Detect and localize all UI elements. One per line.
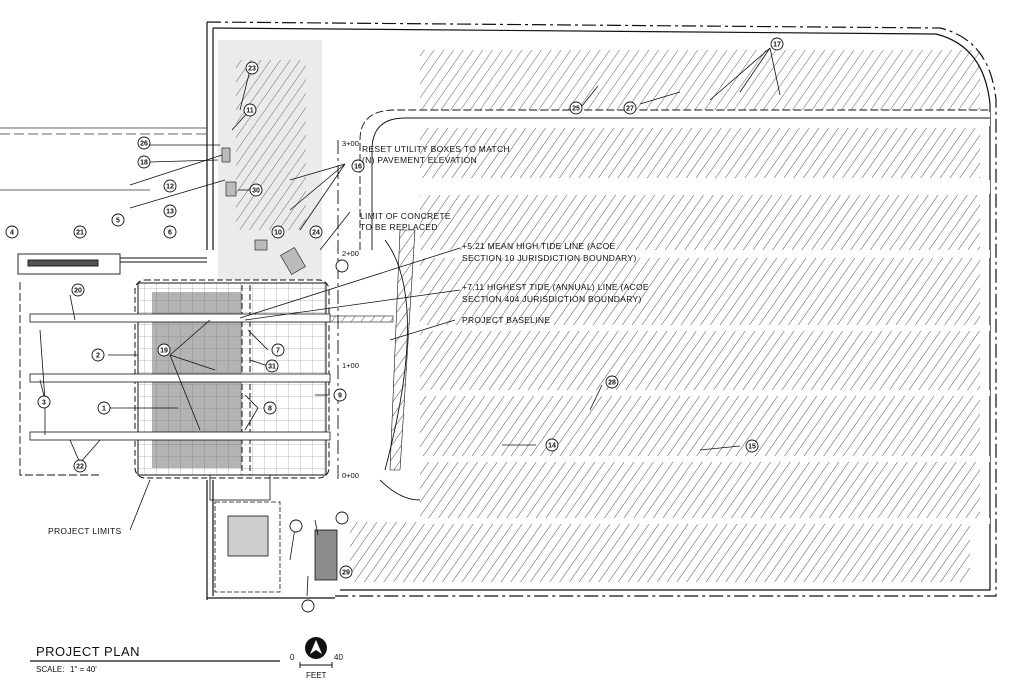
note-reset-utility-2: (N) PAVEMENT ELEVATION <box>362 155 477 165</box>
keynote-labels: 1 2 3 4 5 6 7 8 9 10 11 12 13 14 15 16 1… <box>10 42 781 577</box>
keynote-24: 24 <box>312 230 320 237</box>
keynote-21: 21 <box>76 230 84 237</box>
keynote-7: 7 <box>276 348 280 355</box>
station-0: 0+00 <box>342 471 359 480</box>
keynote-31: 31 <box>268 364 276 371</box>
north-arrow-icon <box>305 637 327 659</box>
keynote-17: 17 <box>773 42 781 49</box>
keynote-25: 25 <box>572 106 580 113</box>
note-highest-tide-1: +7.11 HIGHEST TIDE (ANNUAL) LINE (ACOE <box>462 282 649 292</box>
keynote-30: 30 <box>252 188 260 195</box>
scale-bar <box>299 662 333 668</box>
keynote-callouts <box>5 37 784 613</box>
keynote-22: 22 <box>76 464 84 471</box>
keynote-9: 9 <box>338 393 342 400</box>
tide-line-band <box>274 229 416 471</box>
note-mean-high-tide-2: SECTION 10 JURISDICTION BOUNDARY) <box>462 253 637 263</box>
note-project-limits: PROJECT LIMITS <box>48 526 122 536</box>
station-3: 3+00 <box>342 139 359 148</box>
left-structures <box>17 253 207 476</box>
keynote-27: 27 <box>626 106 634 113</box>
scale-bar-unit: FEET <box>306 671 327 680</box>
scale-prefix: SCALE: <box>36 665 64 674</box>
parking-stripes <box>236 50 980 582</box>
note-limit-concrete-1: LIMIT OF CONCRETE <box>360 211 451 221</box>
keynote-2: 2 <box>96 353 100 360</box>
keynote-3: 3 <box>42 400 46 407</box>
note-reset-utility-1: RESET UTILITY BOXES TO MATCH <box>362 144 510 154</box>
station-2: 2+00 <box>342 249 359 258</box>
station-1: 1+00 <box>342 361 359 370</box>
keynote-18: 18 <box>140 160 148 167</box>
utility-boxes <box>221 147 306 275</box>
bottom-building <box>209 474 338 593</box>
keynote-20: 20 <box>74 288 82 295</box>
plan-title: PROJECT PLAN <box>36 644 140 659</box>
keynote-14: 14 <box>548 443 556 450</box>
keynote-29: 29 <box>342 570 350 577</box>
keynote-1: 1 <box>102 406 106 413</box>
leader-lines <box>39 47 781 597</box>
keynote-23: 23 <box>248 66 256 73</box>
keynote-15: 15 <box>748 444 756 451</box>
title-block: PROJECT PLAN SCALE: 1" = 40' <box>30 644 280 674</box>
scale-bar-end: 40 <box>334 653 343 662</box>
scale-bar-start: 0 <box>290 653 295 662</box>
note-mean-high-tide-1: +5.21 MEAN HIGH TIDE LINE (ACOE <box>462 241 615 251</box>
keynote-8: 8 <box>268 406 272 413</box>
keynote-12: 12 <box>166 184 174 191</box>
note-limit-concrete-2: TO BE REPLACED <box>360 222 438 232</box>
keynote-28: 28 <box>608 380 616 387</box>
drive-aisles <box>420 112 990 524</box>
left-road <box>0 127 207 191</box>
note-project-baseline: PROJECT BASELINE <box>462 315 550 325</box>
keynote-11: 11 <box>246 108 254 115</box>
keynote-6: 6 <box>168 230 172 237</box>
keynote-13: 13 <box>166 209 174 216</box>
keynote-26: 26 <box>140 141 148 148</box>
deck-planks <box>29 313 331 441</box>
keynote-16: 16 <box>354 164 362 171</box>
keynote-10: 10 <box>274 230 282 237</box>
scale-value: 1" = 40' <box>70 665 97 674</box>
keynote-4: 4 <box>10 230 14 237</box>
keynote-5: 5 <box>116 218 120 225</box>
note-highest-tide-2: SECTION 404 JURISDICTION BOUNDARY) <box>462 294 642 304</box>
keynote-19: 19 <box>160 348 168 355</box>
